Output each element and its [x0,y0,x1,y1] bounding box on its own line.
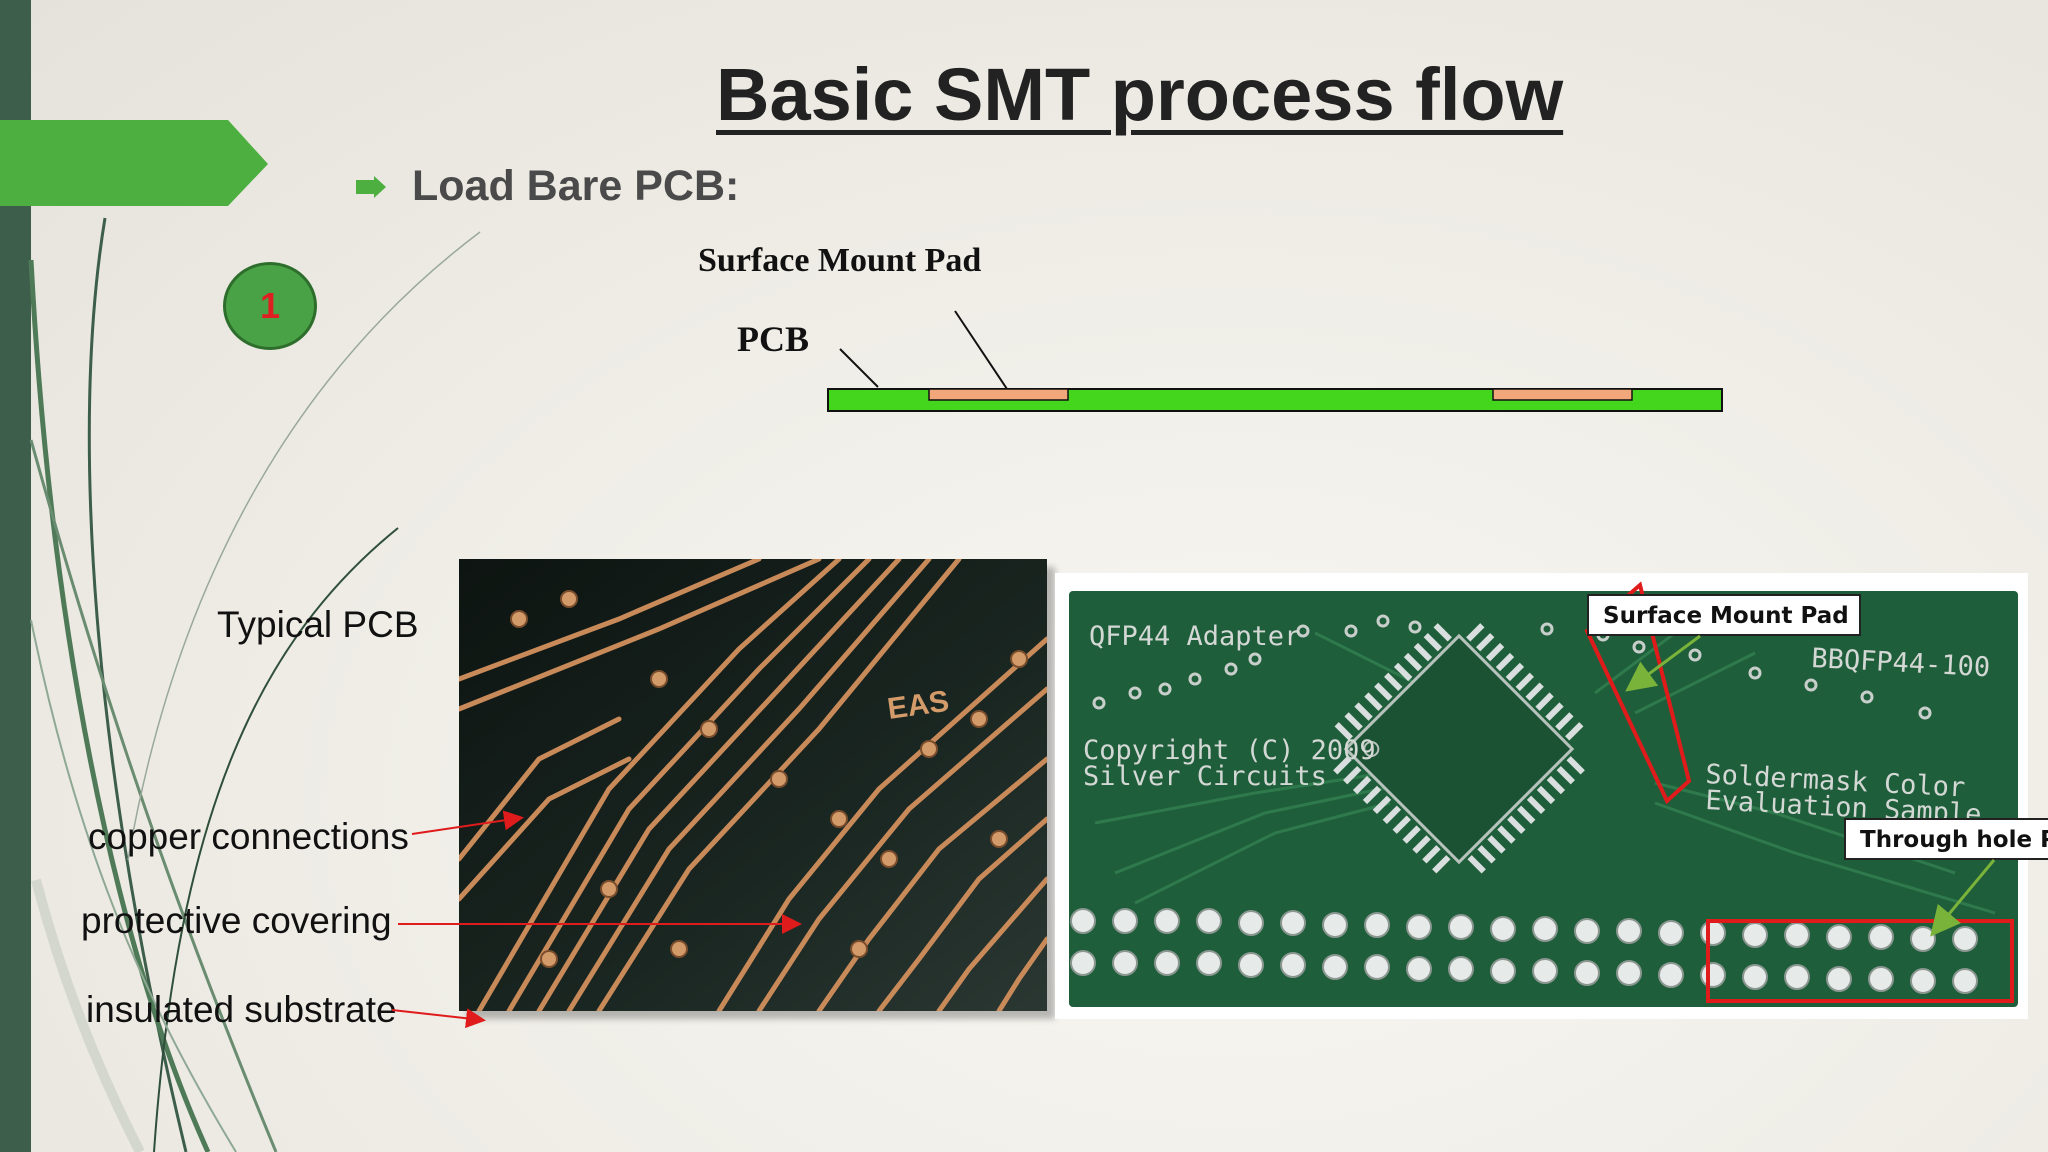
through-hole-highlight-box [1706,919,2014,1003]
pad-pointer-line [954,310,1008,390]
pcb-pointer-line [839,348,879,388]
silkscreen-copyright-2: Silver Circuits [1083,761,1327,792]
surface-pad-left [928,388,1069,401]
pcb-closeup-photo: EAS [459,559,1047,1011]
slide-title: Basic SMT process flow [716,53,1564,136]
bullet-arrow-icon [356,176,386,198]
copper-connections-label: copper connections [88,816,409,857]
qfp44-adapter-board-photo: QFP44 Adapter BBQFP44-100 Copyright (C) … [1055,573,2028,1019]
silkscreen-title: QFP44 Adapter [1089,621,1300,652]
bullet-load-bare-pcb: Load Bare PCB: [412,162,740,210]
callout-surface-mount-pad: Surface Mount Pad [1587,594,1861,636]
insulated-substrate-label: insulated substrate [86,989,397,1030]
decorative-swooshes [0,120,481,1152]
step-number-badge: 1 [223,262,317,350]
surface-pad-right [1492,388,1633,401]
surface-mount-pad-label: Surface Mount Pad [698,242,982,279]
silkscreen-copyright-1: Copyright (C) 2009 [1083,735,1376,766]
qfp-chip-footprint [1333,623,1585,874]
protective-covering-label: protective covering [81,900,392,941]
green-banner-arrow [0,120,268,206]
callout-through-hole-pad: Through hole Pad [1844,818,2048,860]
typical-pcb-label: Typical PCB [217,604,419,645]
pcb-label: PCB [737,319,809,359]
